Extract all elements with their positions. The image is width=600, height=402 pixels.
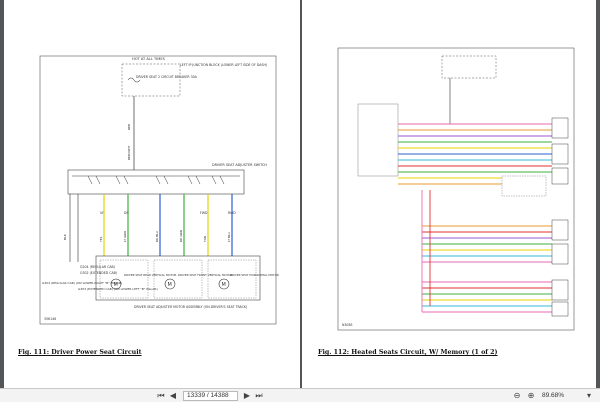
left-fig-number: 356146 (44, 317, 56, 321)
document-viewport[interactable]: HOT AT ALL TIMES LEFT IP JUNCTION BLOCK … (0, 0, 600, 388)
wire-red-label: RED (127, 123, 131, 130)
wire-blk-label: BLK (63, 233, 67, 240)
ground-g302-label: G302 (EXTENDED CAB) (80, 271, 117, 275)
right-page-caption: Fig. 112: Heated Seats Circuit, W/ Memor… (318, 349, 498, 356)
switch-dn-label: DN (124, 211, 129, 215)
last-page-button[interactable]: ⏭ (255, 391, 263, 400)
svg-text:M: M (114, 282, 118, 288)
next-page-button[interactable]: ▶ (243, 391, 251, 400)
svg-text:M: M (222, 282, 226, 288)
previous-page-button[interactable]: ◀ (169, 391, 177, 400)
ground-regular-label: G304 (REGULAR CAB) (ON LOWER RIGHT "B" P… (42, 281, 122, 285)
right-fig-number: N3085 (342, 323, 353, 327)
switch-fwd-label: FWD (200, 211, 208, 215)
page-number-input[interactable]: 13339 / 14388 (183, 391, 238, 401)
wire-dkgrn-label: DK GRN (179, 230, 183, 242)
wire-ltgrn-label: LT GRN (123, 231, 127, 242)
motor-rear-label: DRIVER SEAT REAR VERTICAL MOTOR (124, 273, 177, 277)
switch-label: DRIVER SEAT ADJUSTER SWITCH (212, 163, 267, 167)
svg-text:RED/WHT: RED/WHT (127, 145, 131, 160)
fuse-block-label: LEFT IP JUNCTION BLOCK (LOWER LEFT SIDE … (180, 63, 267, 67)
left-page-caption: Fig. 111: Driver Power Seat Circuit (18, 349, 142, 356)
zoom-level[interactable]: 89.68% (542, 392, 565, 399)
circuit-breaker-label: DRIVER SEAT 2 CIRCUIT BREAKER 30A (136, 75, 198, 79)
page-112: N3085 Fig. 112: Heated Seats Circuit, W/… (302, 0, 596, 388)
wire-yel-label: YEL (99, 236, 103, 242)
heated-seats-diagram: N3085 (337, 47, 575, 331)
zoom-in-icon[interactable]: ⊕ (527, 391, 535, 400)
motor-assembly-label: DRIVER SEAT ADJUSTER MOTOR ASSEMBLY (ON … (134, 305, 247, 309)
hot-at-all-times-label: HOT AT ALL TIMES (132, 57, 166, 61)
page-111: HOT AT ALL TIMES LEFT IP JUNCTION BLOCK … (4, 0, 300, 388)
viewer-toolbar: ⏮ ◀ 13339 / 14388 ▶ ⏭ ⊖ ⊕ 89.68% ▾ (0, 388, 600, 402)
wire-dkblu-label: DK BLU (155, 231, 159, 242)
motor-front-label: DRIVER SEAT FRONT VERTICAL MOTOR (178, 273, 233, 277)
switch-up-label: UP (100, 211, 104, 215)
first-page-button[interactable]: ⏮ (157, 391, 165, 400)
zoom-dropdown-icon[interactable]: ▾ (586, 391, 591, 400)
motor-horizontal-label: DRIVER SEAT HORIZONTAL MOTOR (230, 273, 279, 277)
ground-g204-label: G204 (REGULAR CAB) (80, 265, 115, 269)
svg-text:M: M (168, 282, 172, 288)
zoom-out-icon[interactable]: ⊖ (513, 391, 521, 400)
wire-ltblu-label: LT BLU (227, 232, 231, 242)
driver-power-seat-diagram: HOT AT ALL TIMES LEFT IP JUNCTION BLOCK … (39, 55, 279, 325)
wire-tan-label: TAN (203, 236, 207, 243)
ground-extended-label: G303 (EXTENDED CAB) (ON LOWER LEFT "B" P… (78, 287, 158, 291)
